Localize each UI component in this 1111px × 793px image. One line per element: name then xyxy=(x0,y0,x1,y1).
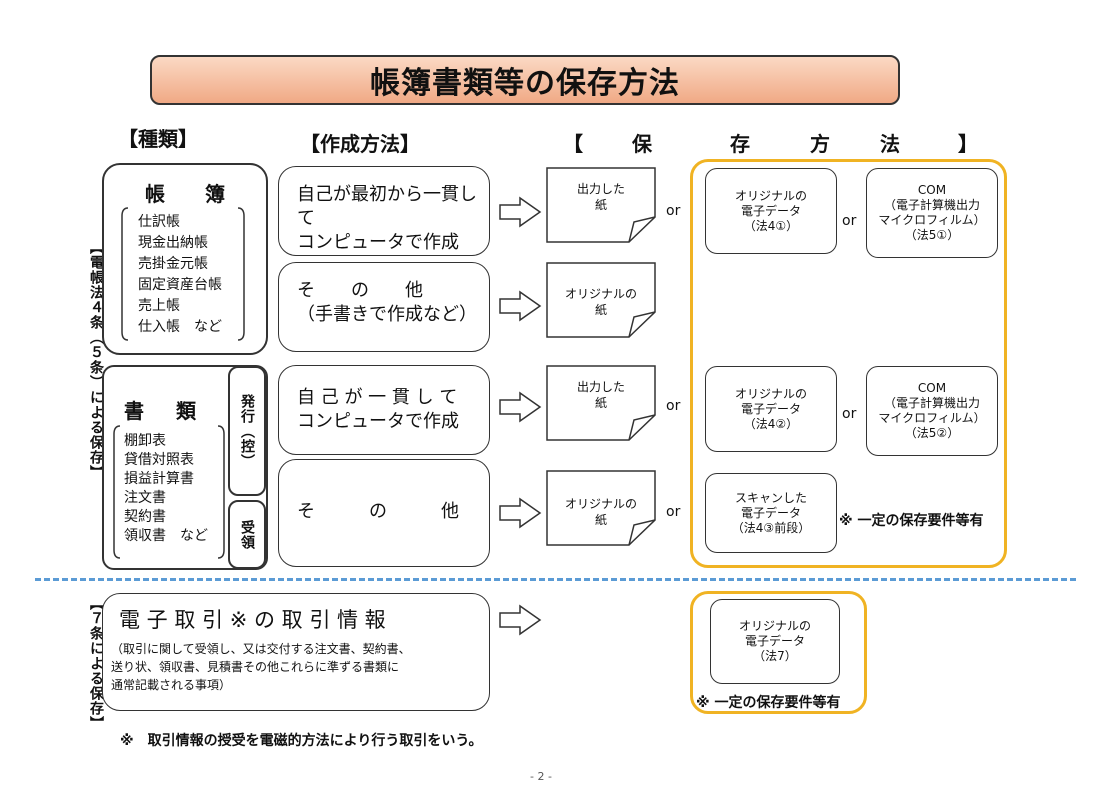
receive-label: 受領 xyxy=(239,519,255,550)
header-storage-4: 法 xyxy=(880,132,900,156)
ledger-item: 現金出納帳 xyxy=(138,235,208,251)
paper-icon xyxy=(546,262,656,338)
ledgers-bracket xyxy=(121,207,245,341)
document-item: 契約書 xyxy=(124,509,166,525)
side-label-law4: 【電帳法４条（５条）による保存】 xyxy=(88,240,104,480)
or-label: or xyxy=(842,406,857,422)
ledger-item: 仕訳帳 xyxy=(138,214,180,230)
paper-icon xyxy=(546,365,656,441)
paper-original-2: オリジナルの 紙 xyxy=(546,470,656,546)
document-item: 貸借対照表 xyxy=(124,452,194,468)
method-other-handwritten: そ の 他 （手書きで作成など） xyxy=(278,262,490,352)
issue-box: 発行（控） xyxy=(228,366,266,496)
requirement-note: ※ 一定の保存要件等有 xyxy=(839,513,984,529)
ledger-item: 売上帳 xyxy=(138,298,180,314)
paper-icon xyxy=(546,167,656,243)
etrans-title: 電 子 取 引 ※ の 取 引 情 報 xyxy=(119,608,386,632)
method-computer-consistent: 自 己 が 一 貫 し て コンピュータで作成 xyxy=(278,365,490,455)
header-storage-2: 存 xyxy=(730,132,750,156)
page-number: - 2 - xyxy=(530,770,552,783)
method-computer-from-start: 自己が最初から一貫して コンピュータで作成 xyxy=(278,166,490,256)
page-title: 帳簿書類等の保存方法 xyxy=(150,55,900,105)
storage-scanned-data-4-3: スキャンした 電子データ （法4③前段） xyxy=(705,473,837,553)
header-storage-0: 【 xyxy=(563,132,583,156)
side-label-law7: 【７条による保存】 xyxy=(88,596,104,731)
paper-icon xyxy=(546,470,656,546)
ledgers-list: 仕訳帳 現金出納帳 売掛金元帳 固定資産台帳 売上帳 仕入帳 など xyxy=(138,212,222,338)
document-item: 領収書 など xyxy=(124,528,208,544)
header-storage-3: 方 xyxy=(810,132,830,156)
arrow-icon xyxy=(499,604,542,636)
requirement-note-etrans: ※ 一定の保存要件等有 xyxy=(696,695,841,711)
header-storage-1: 保 xyxy=(632,132,652,156)
storage-original-data-4-2: オリジナルの 電子データ （法4②） xyxy=(705,366,837,452)
or-label: or xyxy=(666,203,681,219)
ledger-item: 固定資産台帳 xyxy=(138,277,222,293)
etrans-highlight-frame xyxy=(690,591,867,714)
section-divider xyxy=(35,578,1076,581)
document-item: 注文書 xyxy=(124,490,166,506)
or-label: or xyxy=(666,398,681,414)
document-item: 損益計算書 xyxy=(124,471,194,487)
arrow-icon xyxy=(499,290,542,322)
storage-com-5-2: COM （電子計算機出力 マイクロフィルム） （法5②） xyxy=(866,366,998,456)
documents-title: 書 類 xyxy=(124,399,202,423)
etrans-box: 電 子 取 引 ※ の 取 引 情 報 （取引に関して受領し、又は交付する注文書… xyxy=(102,593,490,711)
arrow-icon xyxy=(499,196,542,228)
or-label: or xyxy=(666,504,681,520)
storage-com-5-1: COM （電子計算機出力 マイクロフィルム） （法5①） xyxy=(866,168,998,258)
documents-bracket xyxy=(113,425,225,559)
ledgers-title: 帳 簿 xyxy=(145,182,225,206)
arrow-icon xyxy=(499,391,542,423)
ledgers-box xyxy=(102,163,268,355)
paper-output-2: 出力した 紙 xyxy=(546,365,656,441)
paper-output-1: 出力した 紙 xyxy=(546,167,656,243)
header-storage-5: 】 xyxy=(958,132,978,156)
document-item: 棚卸表 xyxy=(124,433,166,449)
etrans-desc: （取引に関して受領し、又は交付する注文書、契約書、 送り状、領収書、見積書その他… xyxy=(111,642,411,692)
header-kind: 【種類】 xyxy=(118,127,198,151)
ledger-item: 売掛金元帳 xyxy=(138,256,208,272)
ledger-item: 仕入帳 など xyxy=(138,319,222,335)
method-other: そ の 他 xyxy=(278,459,490,567)
documents-list: 棚卸表 貸借対照表 損益計算書 注文書 契約書 領収書 など xyxy=(124,432,208,546)
footnote: ※ 取引情報の授受を電磁的方法により行う取引をいう。 xyxy=(120,733,483,749)
storage-original-data-7: オリジナルの 電子データ （法7） xyxy=(710,599,840,684)
or-label: or xyxy=(842,213,857,229)
header-method: 【作成方法】 xyxy=(300,132,420,156)
storage-original-data-4-1: オリジナルの 電子データ （法4①） xyxy=(705,168,837,254)
issue-label: 発行（控） xyxy=(239,393,255,469)
receive-box: 受領 xyxy=(228,500,266,569)
storage-highlight-frame xyxy=(690,159,1007,568)
paper-original-1: オリジナルの 紙 xyxy=(546,262,656,338)
arrow-icon xyxy=(499,497,542,529)
